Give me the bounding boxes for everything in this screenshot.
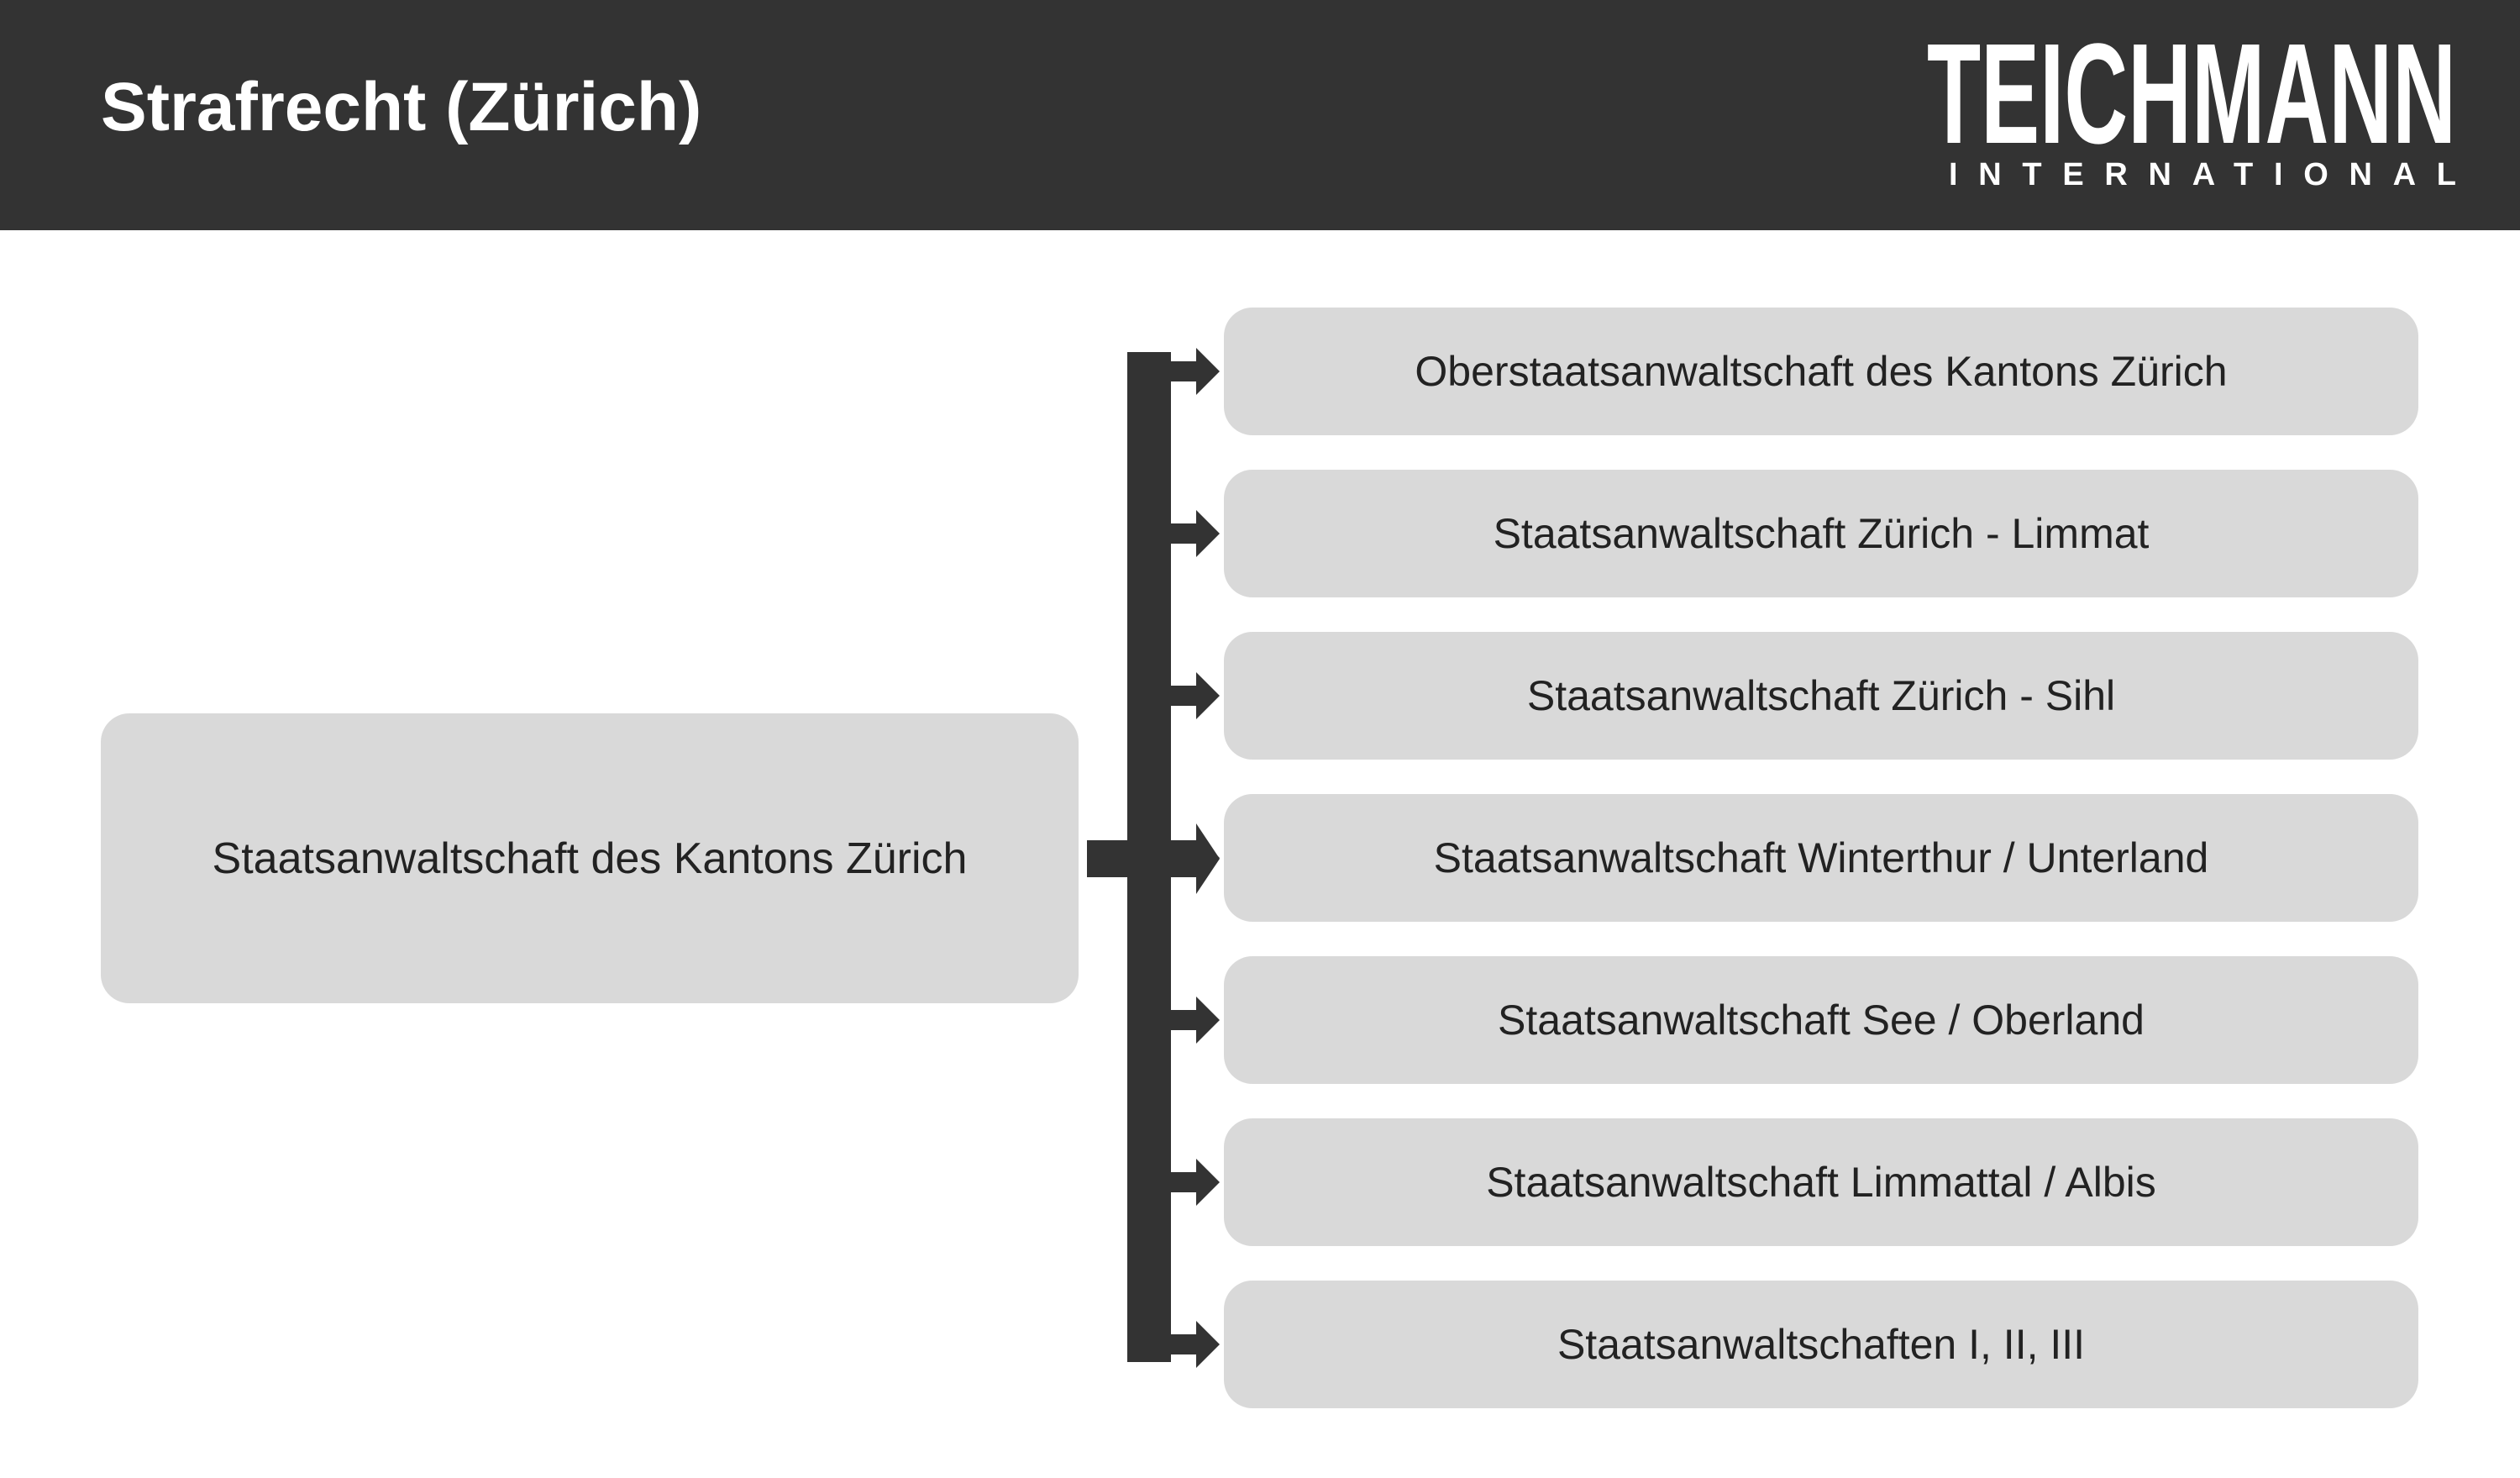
child-node-label: Staatsanwaltschaft See / Oberland bbox=[1498, 997, 2145, 1044]
child-node-label: Staatsanwaltschaft Zürich - Sihl bbox=[1526, 672, 2116, 719]
child-node-label: Staatsanwaltschaft Winterthur / Unterlan… bbox=[1433, 834, 2209, 881]
child-node: Staatsanwaltschaft See / Oberland bbox=[1224, 956, 2418, 1084]
child-node-label: Staatsanwaltschaften I, II, III bbox=[1557, 1321, 2086, 1368]
teichmann-logo: TEICHMANN INTERNATIONAL bbox=[1924, 29, 2461, 193]
connector-arrow bbox=[1171, 823, 1220, 894]
root-node-label: Staatsanwaltschaft des Kantons Zürich bbox=[212, 834, 968, 883]
child-node: Staatsanwaltschaft Zürich - Limmat bbox=[1224, 470, 2418, 597]
child-node-label: Oberstaatsanwaltschaft des Kantons Züric… bbox=[1415, 348, 2228, 395]
connector-arrow bbox=[1171, 672, 1220, 719]
child-node: Oberstaatsanwaltschaft des Kantons Züric… bbox=[1224, 308, 2418, 435]
logo-wordmark: TEICHMANN bbox=[1927, 29, 2456, 174]
connector-arrow bbox=[1171, 348, 1220, 395]
header-bar: Strafrecht (Zürich) TEICHMANN INTERNATIO… bbox=[0, 0, 2520, 230]
child-node: Staatsanwaltschaften I, II, III bbox=[1224, 1281, 2418, 1408]
logo-subtitle: INTERNATIONAL bbox=[1949, 157, 2456, 192]
connector-arrow bbox=[1171, 997, 1220, 1044]
child-node: Staatsanwaltschaft Winterthur / Unterlan… bbox=[1224, 794, 2418, 922]
connector-arrow bbox=[1171, 1159, 1220, 1206]
root-node: Staatsanwaltschaft des Kantons Zürich bbox=[101, 713, 1079, 1003]
connector-arrows bbox=[1171, 348, 1220, 1368]
child-node: Staatsanwaltschaft Limmattal / Albis bbox=[1224, 1118, 2418, 1246]
child-node-label: Staatsanwaltschaft Limmattal / Albis bbox=[1486, 1159, 2156, 1206]
child-node-label: Staatsanwaltschaft Zürich - Limmat bbox=[1493, 510, 2150, 557]
child-node: Staatsanwaltschaft Zürich - Sihl bbox=[1224, 632, 2418, 760]
connector-arrow bbox=[1171, 1321, 1220, 1368]
connector-arrow bbox=[1171, 510, 1220, 557]
page-title: Strafrecht (Zürich) bbox=[101, 69, 702, 145]
